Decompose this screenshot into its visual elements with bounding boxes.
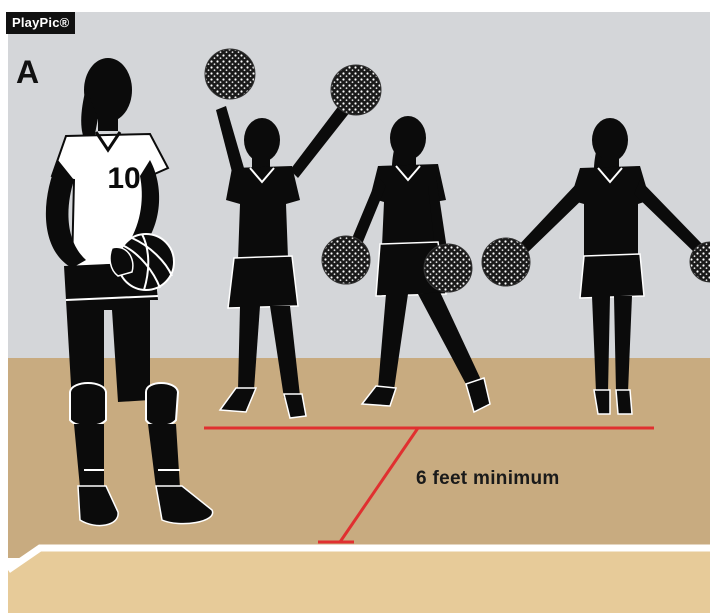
jersey-number: 10 (107, 162, 140, 195)
court-surface (8, 548, 710, 613)
pom-pom-icon (331, 65, 381, 115)
playpic-badge: PlayPic® (6, 12, 75, 34)
pom-pom-icon (424, 244, 472, 292)
pom-pom-icon (482, 238, 530, 286)
panel-letter: A (16, 52, 39, 92)
pom-pom-icon (322, 236, 370, 284)
distance-label: 6 feet minimum (416, 465, 560, 493)
pom-pom-icon (205, 49, 255, 99)
